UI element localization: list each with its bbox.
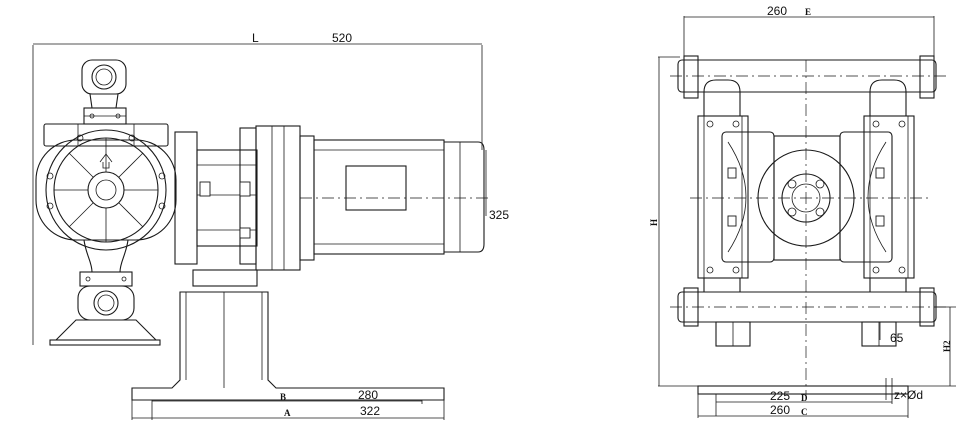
label-b: B	[280, 392, 286, 402]
front-view: L 520	[32, 31, 509, 420]
label-c: C	[801, 407, 808, 417]
dim-e-value: 260	[767, 4, 787, 18]
top-outlet-port	[81, 59, 127, 125]
dim-d-value: 225	[770, 389, 790, 403]
side-view: 260 E H	[649, 4, 956, 418]
center-flange	[690, 60, 930, 400]
dimension-b-a: B 280 A 322	[131, 388, 445, 420]
pump-chamber	[35, 123, 177, 251]
label-hole: z×Ød	[894, 388, 923, 402]
dim-l-value: 520	[332, 31, 352, 45]
bottom-inlet-port	[49, 239, 161, 346]
dimension-l: L 520	[32, 31, 483, 345]
right-chamber	[839, 115, 915, 279]
side-base: z×Ød	[697, 378, 923, 402]
label-h2: H2	[942, 340, 952, 352]
dim-c-value: 260	[770, 403, 790, 417]
dimension-outlet-h2: 65 H2	[879, 306, 956, 387]
dim-height-value: 325	[489, 208, 509, 222]
label-a: A	[284, 408, 291, 418]
dim-b-value: 280	[358, 388, 378, 402]
dimension-h: H	[649, 56, 700, 387]
label-e: E	[805, 7, 811, 17]
bottom-manifold	[670, 278, 946, 347]
label-h: H	[649, 219, 659, 226]
electric-motor: 325	[300, 139, 509, 255]
label-l: L	[252, 31, 259, 45]
dim-a-value: 322	[360, 404, 380, 418]
coupling-housing	[174, 125, 315, 271]
dimension-d-c: 225 D 260 C	[697, 389, 909, 418]
dim-outlet-value: 65	[890, 331, 904, 345]
left-chamber	[697, 115, 775, 279]
dimension-e: 260 E	[683, 4, 935, 62]
arrow-up-icon	[99, 153, 113, 169]
support-base	[131, 269, 445, 401]
label-d: D	[801, 393, 808, 403]
top-manifold	[670, 55, 946, 117]
